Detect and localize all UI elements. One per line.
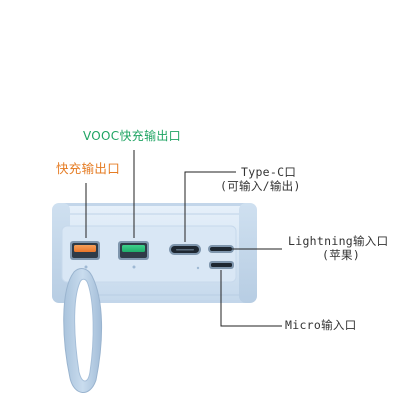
fast-port-label: 快充输出口 <box>56 161 121 176</box>
lightning-port-label: Lightning输入口 <box>288 234 389 248</box>
usb-a-fast-port <box>70 241 100 260</box>
type-c-port <box>169 244 201 255</box>
micro-usb-port <box>209 261 234 269</box>
micro-port-label: Micro输入口 <box>285 318 357 332</box>
lanyard-strap <box>63 268 103 393</box>
typec-port-note: (可输入/输出) <box>220 179 301 193</box>
power-bank-body <box>52 203 257 303</box>
vooc-port-label: VOOC快充输出口 <box>83 129 181 143</box>
usb-a-vooc-port <box>118 241 149 260</box>
lightning-port-note: (苹果) <box>322 248 361 262</box>
typec-port-label: Type-C口 <box>241 165 297 179</box>
annotation-lines <box>85 150 282 327</box>
lightning-port <box>208 245 234 253</box>
